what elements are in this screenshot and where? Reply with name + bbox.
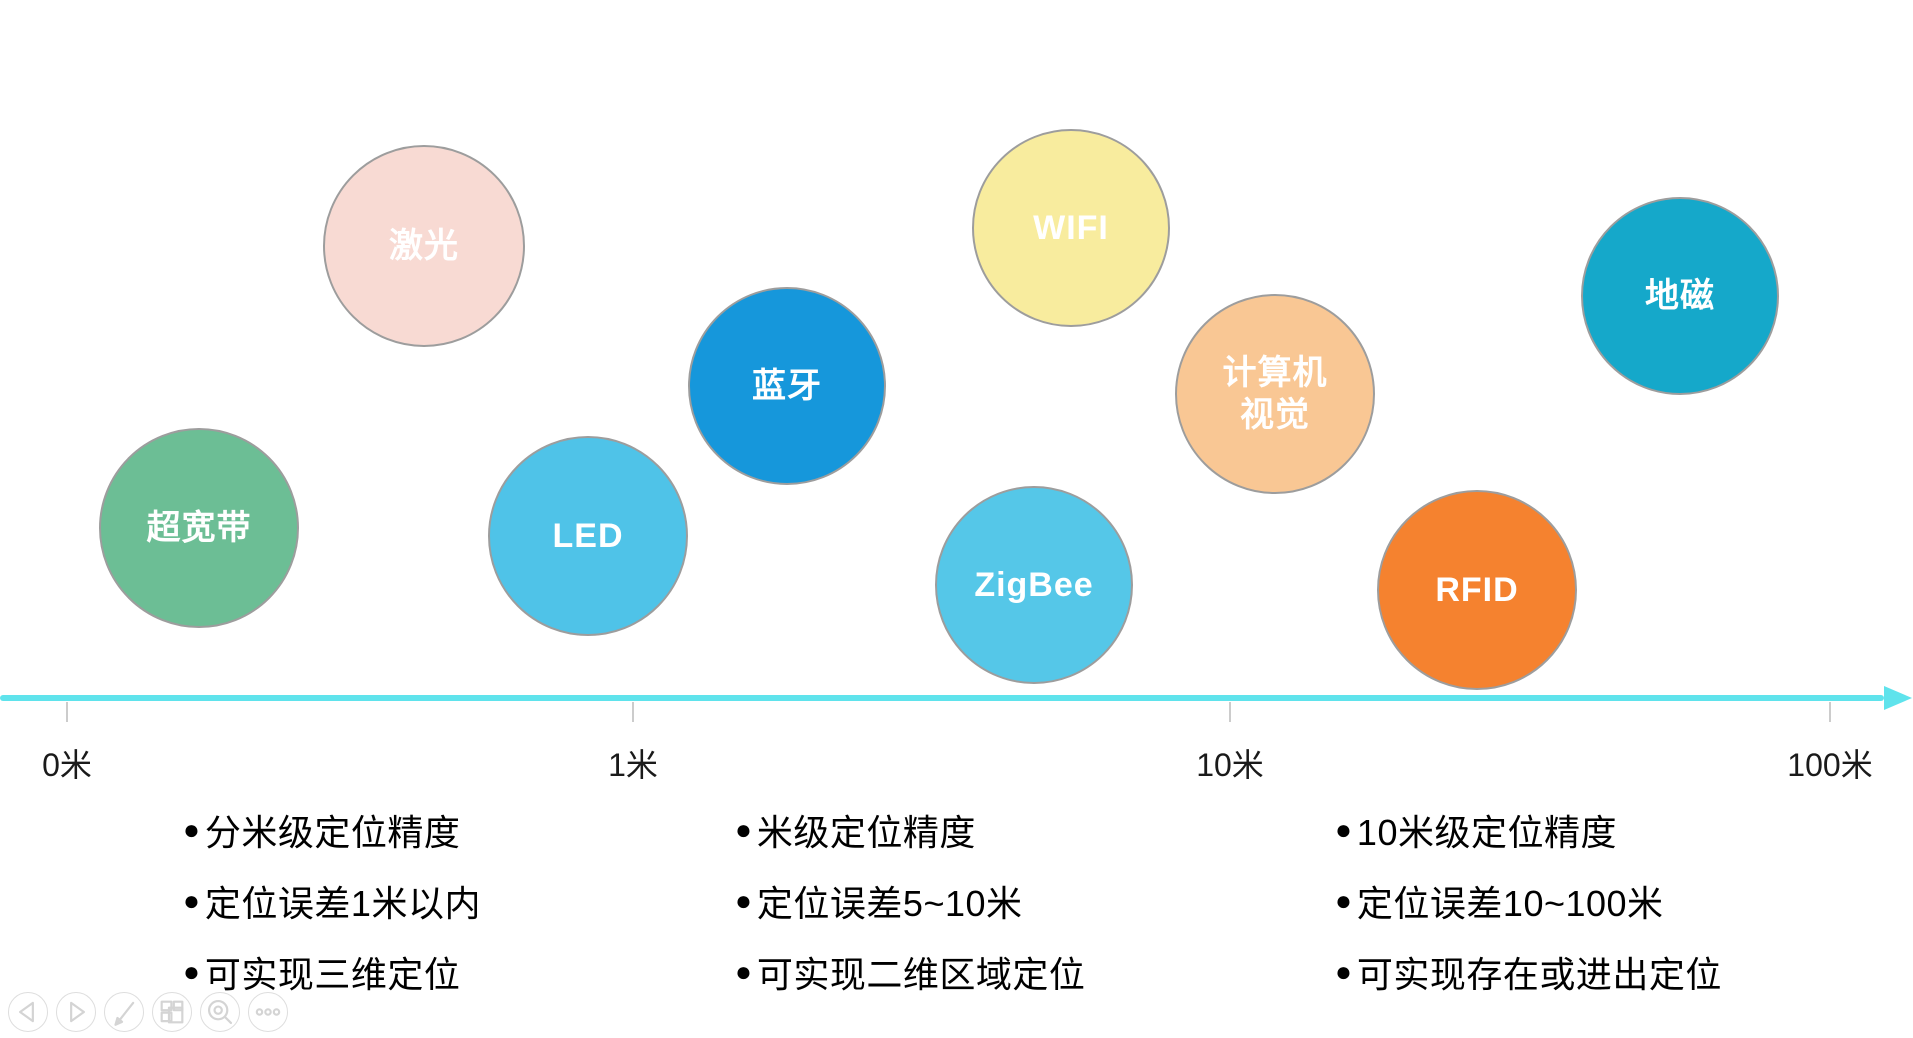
bubble-label-rfid: RFID <box>1435 570 1519 609</box>
note-text: 可实现存在或进出定位 <box>1356 953 1722 995</box>
note-item: ●可实现二维区域定位 <box>735 936 1085 1007</box>
note-text: 10米级定位精度 <box>1356 811 1617 853</box>
note-item: ●可实现三维定位 <box>183 936 481 1007</box>
note-item: ●分米级定位精度 <box>183 794 481 865</box>
note-text: 定位误差5~10米 <box>756 882 1023 924</box>
note-item: ●米级定位精度 <box>735 794 1085 865</box>
bubble-zigbee: ZigBee <box>935 486 1133 684</box>
axis-tick-label: 0米 <box>42 747 92 783</box>
note-text: 定位误差10~100米 <box>1356 882 1664 924</box>
zoom-button[interactable] <box>200 992 240 1032</box>
bubble-bluetooth: 蓝牙 <box>688 287 886 485</box>
bubble-uwb: 超宽带 <box>99 428 299 628</box>
axis-tick-label: 10米 <box>1196 747 1264 783</box>
axis-tick-mark <box>632 702 634 722</box>
axis-tick-label: 1米 <box>608 747 658 783</box>
bubble-label-computer-vision: 计算机 视觉 <box>1222 353 1328 435</box>
bullet-icon: ● <box>1335 813 1352 845</box>
note-text: 可实现三维定位 <box>204 953 461 995</box>
note-item: ●定位误差5~10米 <box>735 865 1085 936</box>
bullet-icon: ● <box>735 813 752 845</box>
triangle-left-icon <box>11 995 45 1029</box>
bullet-icon: ● <box>183 813 200 845</box>
slide-panel-button[interactable] <box>152 992 192 1032</box>
note-text: 分米级定位精度 <box>204 811 461 853</box>
previous-slide-button[interactable] <box>8 992 48 1032</box>
pen-annotate-button[interactable] <box>104 992 144 1032</box>
bullet-icon: ● <box>1335 955 1352 987</box>
bubble-computer-vision: 计算机 视觉 <box>1175 294 1375 494</box>
magnifier-icon <box>203 995 237 1029</box>
bullet-icon: ● <box>183 955 200 987</box>
bubble-label-wifi: WIFI <box>1033 208 1109 247</box>
ellipsis-icon <box>251 995 285 1029</box>
note-text: 可实现二维区域定位 <box>756 953 1086 995</box>
bullet-icon: ● <box>735 955 752 987</box>
note-item: ●可实现存在或进出定位 <box>1335 936 1722 1007</box>
note-text: 定位误差1米以内 <box>204 882 481 924</box>
bubble-label-geomagnetic: 地磁 <box>1645 276 1715 315</box>
bubble-label-laser: 激光 <box>389 226 459 265</box>
next-slide-button[interactable] <box>56 992 96 1032</box>
bullet-icon: ● <box>1335 884 1352 916</box>
axis-tick-mark <box>1829 702 1831 722</box>
note-text: 米级定位精度 <box>756 811 976 853</box>
axis-arrow-icon <box>1884 686 1912 710</box>
bubble-label-led: LED <box>552 516 624 555</box>
bullet-icon: ● <box>735 884 752 916</box>
note-item: ●10米级定位精度 <box>1335 794 1722 865</box>
triangle-right-icon <box>59 995 93 1029</box>
axis-tick-mark <box>66 702 68 722</box>
notes-column-2: ●米级定位精度●定位误差5~10米●可实现二维区域定位 <box>735 794 1085 1007</box>
bubble-label-bluetooth: 蓝牙 <box>752 366 822 405</box>
bullet-icon: ● <box>183 884 200 916</box>
axis-tick-mark <box>1229 702 1231 722</box>
note-item: ●定位误差10~100米 <box>1335 865 1722 936</box>
axis-line <box>0 695 1884 701</box>
slides-icon <box>155 995 189 1029</box>
bubble-label-uwb: 超宽带 <box>146 508 252 547</box>
bubble-geomagnetic: 地磁 <box>1581 197 1779 395</box>
note-item: ●定位误差1米以内 <box>183 865 481 936</box>
bubble-label-zigbee: ZigBee <box>974 565 1094 604</box>
notes-column-1: ●分米级定位精度●定位误差1米以内●可实现三维定位 <box>183 794 481 1007</box>
more-options-button[interactable] <box>248 992 288 1032</box>
notes-column-3: ●10米级定位精度●定位误差10~100米●可实现存在或进出定位 <box>1335 794 1722 1007</box>
pen-icon <box>107 995 141 1029</box>
bubble-laser: 激光 <box>323 145 525 347</box>
bubble-rfid: RFID <box>1377 490 1577 690</box>
axis-tick-label: 100米 <box>1787 747 1873 783</box>
bubble-wifi: WIFI <box>972 129 1170 327</box>
bubble-led: LED <box>488 436 688 636</box>
